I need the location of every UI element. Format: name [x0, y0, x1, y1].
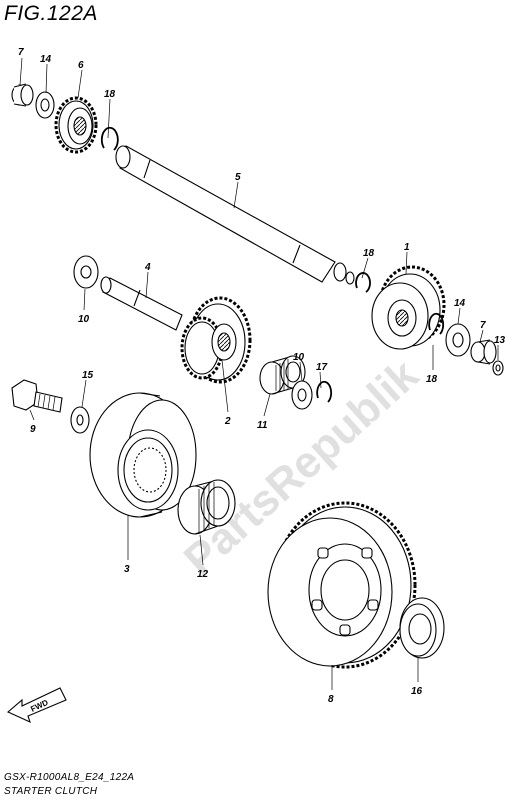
callout-18-low[interactable]: 18	[426, 374, 438, 385]
part-13-seal[interactable]	[492, 360, 504, 376]
callout-numbers: 7 14 6 18 5 18 1 4 10 14 7 13 18 10 17 2…	[18, 47, 506, 705]
part-8-large-gear[interactable]	[267, 501, 417, 669]
part-18-circlip-left[interactable]	[355, 272, 371, 293]
part-4-pin[interactable]	[100, 276, 183, 331]
part-9-bolt[interactable]	[11, 379, 63, 413]
part-10-washer-lower[interactable]	[291, 380, 313, 410]
part-17-circlip[interactable]	[316, 380, 333, 403]
callout-7-top[interactable]: 7	[18, 47, 24, 58]
figure-title: FIG.122A	[4, 2, 98, 25]
part-3-clutch-housing[interactable]	[89, 392, 197, 518]
callout-6[interactable]: 6	[78, 60, 84, 71]
callout-16[interactable]: 16	[411, 686, 423, 697]
part-7-bushing-top[interactable]	[11, 83, 34, 107]
fwd-arrow-icon	[6, 687, 67, 724]
callout-14-top[interactable]: 14	[40, 54, 52, 65]
part-5-shaft[interactable]	[115, 145, 355, 285]
callout-4[interactable]: 4	[144, 262, 151, 273]
part-7-bushing-right[interactable]	[470, 339, 497, 365]
callout-18-mid[interactable]: 18	[363, 248, 375, 259]
callout-10-lower[interactable]: 10	[293, 352, 305, 363]
callout-13[interactable]: 13	[494, 335, 506, 346]
callout-11[interactable]: 11	[257, 420, 268, 431]
callout-5[interactable]: 5	[235, 172, 241, 183]
part-10-washer-upper[interactable]	[73, 255, 99, 289]
callout-18-top[interactable]: 18	[104, 89, 116, 100]
callout-8[interactable]: 8	[328, 694, 334, 705]
part-11-needle-bearing[interactable]	[259, 355, 306, 395]
part-1-starter-gear[interactable]	[371, 265, 446, 350]
callout-1[interactable]: 1	[404, 242, 410, 253]
figure-caption: STARTER CLUTCH	[4, 786, 98, 797]
callout-9[interactable]: 9	[30, 424, 36, 435]
callout-15[interactable]: 15	[82, 370, 94, 381]
part-18-circlip-top[interactable]	[100, 126, 119, 151]
part-16-washer[interactable]	[399, 597, 445, 659]
part-18-circlip-right[interactable]	[428, 312, 445, 335]
part-14-washer-right[interactable]	[445, 323, 471, 357]
part-12-roller-bearing[interactable]	[177, 479, 236, 535]
callout-2[interactable]: 2	[224, 416, 231, 427]
callout-14-right[interactable]: 14	[454, 298, 466, 309]
callout-17[interactable]: 17	[316, 362, 328, 373]
callout-7-right[interactable]: 7	[480, 320, 486, 331]
callout-12[interactable]: 12	[197, 569, 209, 580]
callout-10-upper[interactable]: 10	[78, 314, 90, 325]
callout-3[interactable]: 3	[124, 564, 130, 575]
part-2-idle-gear[interactable]	[180, 296, 252, 384]
model-code: GSX-R1000AL8_E24_122A	[4, 772, 135, 783]
part-6-small-gear[interactable]	[54, 96, 98, 154]
leader-lines	[19, 57, 499, 690]
part-15-washer[interactable]	[70, 406, 90, 434]
part-14-washer-top[interactable]	[35, 91, 55, 119]
